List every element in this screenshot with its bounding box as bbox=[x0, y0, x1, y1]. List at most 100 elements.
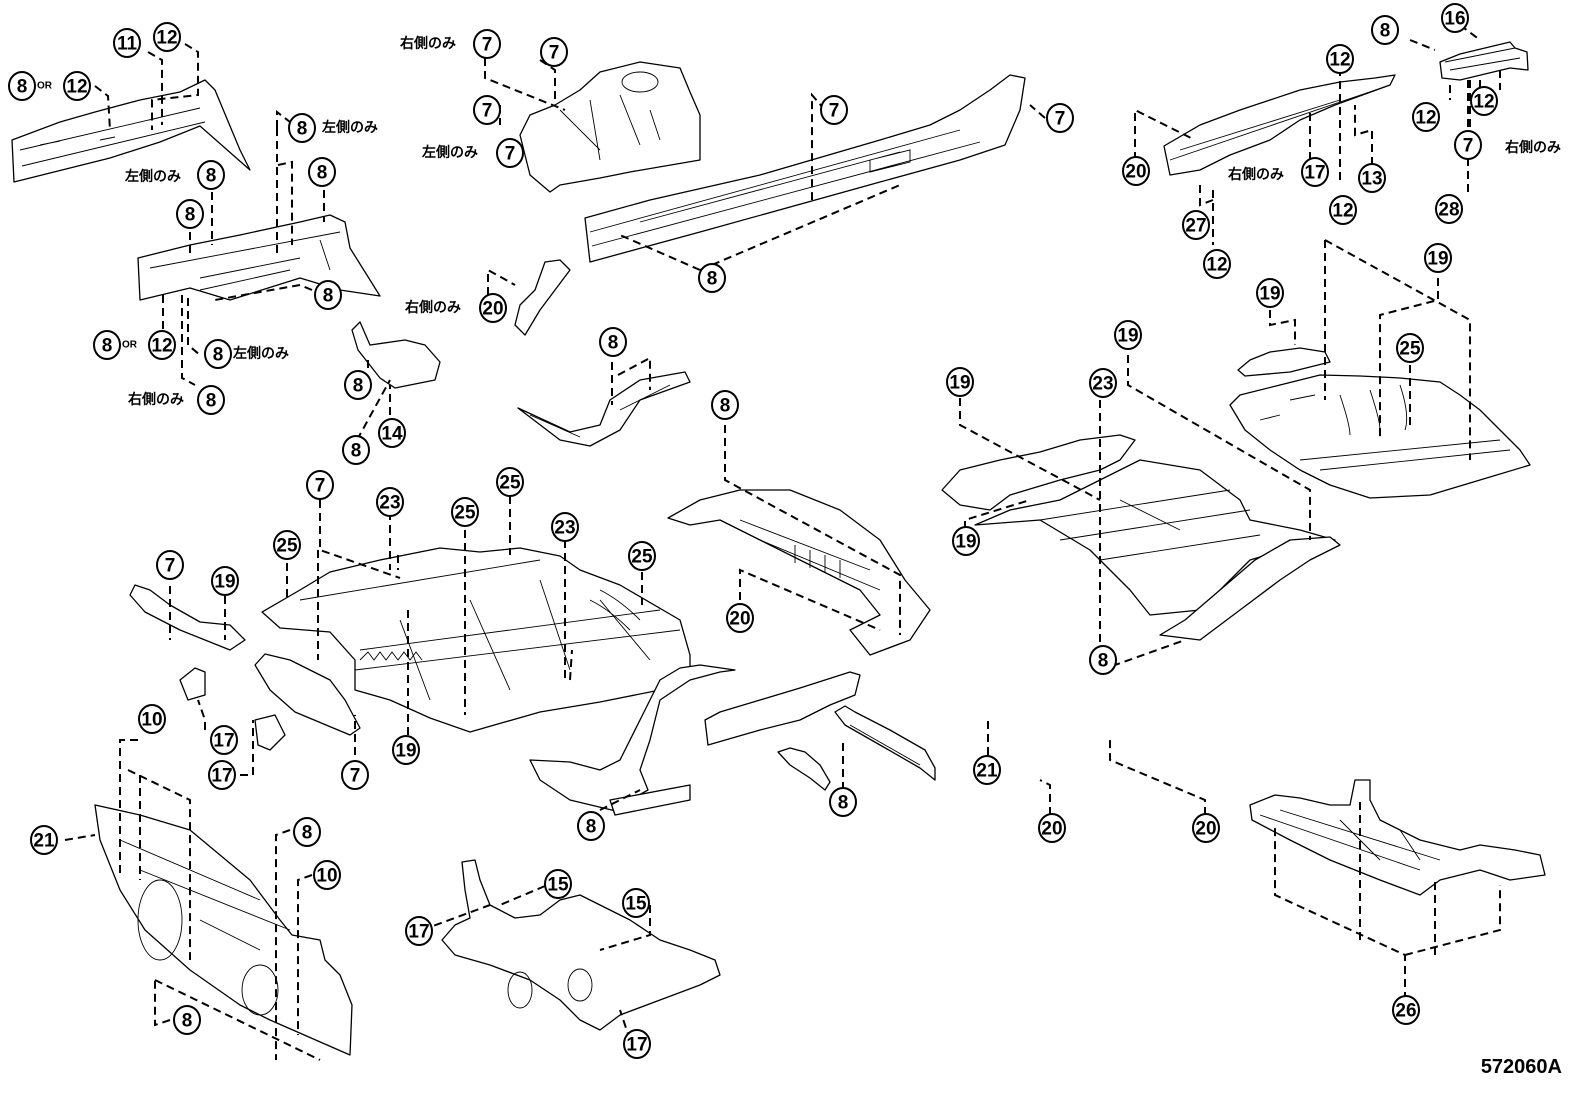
callout-circle bbox=[138, 704, 166, 734]
callout-21: 21 bbox=[973, 755, 1001, 785]
callout-number: 19 bbox=[214, 572, 235, 593]
part-center-tunnel bbox=[667, 489, 931, 656]
callout-circle bbox=[820, 95, 848, 125]
callout-circle bbox=[473, 29, 501, 59]
callout-number: 27 bbox=[1185, 216, 1206, 237]
callout-circle bbox=[540, 37, 568, 67]
callout-number: 17 bbox=[626, 1035, 647, 1056]
callout-circle bbox=[1392, 995, 1420, 1025]
callout-7: 7 bbox=[341, 760, 369, 790]
callout-number: 17 bbox=[211, 766, 232, 787]
callout-8: 8 bbox=[829, 787, 857, 817]
callout-circle bbox=[173, 1005, 201, 1035]
callout-23: 23 bbox=[376, 487, 404, 517]
callout-number: 8 bbox=[351, 441, 362, 462]
callout-circle bbox=[1454, 130, 1482, 160]
callout-7: 7 bbox=[1454, 130, 1482, 160]
right-only-note: 右側のみ bbox=[404, 299, 461, 316]
callout-11: 11 bbox=[113, 28, 141, 58]
callout-7: 7 bbox=[1046, 103, 1074, 133]
callout-circle bbox=[378, 418, 406, 448]
callout-circle bbox=[211, 566, 239, 596]
callout-circle bbox=[314, 280, 342, 310]
callout-27: 27 bbox=[1182, 210, 1210, 240]
callout-12: 12 bbox=[148, 330, 176, 360]
callout-circle bbox=[1412, 102, 1440, 132]
callout-number: 7 bbox=[1463, 136, 1474, 157]
left-only-note: 左側のみ bbox=[124, 168, 181, 185]
callout-20: 20 bbox=[479, 293, 507, 323]
callout-circle bbox=[1192, 813, 1220, 843]
callout-number: 23 bbox=[554, 518, 575, 539]
callout-circle bbox=[496, 467, 524, 497]
callout-number: 25 bbox=[631, 547, 653, 568]
callout-7: 7 bbox=[473, 29, 501, 59]
callout-circle bbox=[1182, 210, 1210, 240]
callout-number: 10 bbox=[316, 866, 337, 887]
part-front-side-member-lower bbox=[137, 214, 381, 301]
callout-8: 8 bbox=[342, 435, 370, 465]
callout-25: 25 bbox=[451, 497, 479, 527]
callout-number: 7 bbox=[505, 144, 516, 165]
callout-number: 7 bbox=[482, 101, 493, 122]
callout-12: 12 bbox=[1326, 44, 1354, 74]
part-front-apron bbox=[519, 61, 701, 193]
callout-23: 23 bbox=[551, 512, 579, 542]
callout-25: 25 bbox=[628, 541, 656, 571]
callout-circle bbox=[342, 435, 370, 465]
callout-8: 8 bbox=[1089, 645, 1117, 675]
callout-circle bbox=[1329, 195, 1357, 225]
callout-circle bbox=[1441, 3, 1469, 33]
part-gusset-14 bbox=[351, 321, 441, 389]
callout-number: 14 bbox=[381, 424, 403, 445]
callout-circle bbox=[63, 71, 91, 101]
callout-number: 12 bbox=[156, 28, 177, 49]
callout-number: 8 bbox=[720, 396, 731, 417]
callout-8: 8 bbox=[344, 370, 372, 400]
callout-circle bbox=[1089, 368, 1117, 398]
or-label: OR bbox=[122, 340, 138, 351]
part-rocker-panel bbox=[584, 74, 1026, 263]
callout-19: 19 bbox=[952, 526, 980, 556]
callout-number: 17 bbox=[408, 922, 429, 943]
callout-circle bbox=[623, 1029, 651, 1059]
callout-number: 8 bbox=[1098, 651, 1109, 672]
callout-circle bbox=[1203, 249, 1231, 279]
part-small-bracket bbox=[777, 747, 831, 791]
callout-circle bbox=[288, 113, 316, 143]
callout-circle bbox=[1470, 86, 1498, 116]
callout-13: 13 bbox=[1358, 163, 1386, 193]
callout-number: 12 bbox=[1332, 201, 1353, 222]
part-front-side-member-upper bbox=[11, 79, 251, 183]
callout-19: 19 bbox=[1256, 278, 1284, 308]
part-rear-floor-pan bbox=[1229, 347, 1531, 499]
callout-19: 19 bbox=[211, 566, 239, 596]
callout-circle bbox=[551, 512, 579, 542]
left-only-note: 左側のみ bbox=[421, 144, 478, 161]
part-front-suspension-member bbox=[441, 859, 721, 1031]
callout-circle bbox=[405, 916, 433, 946]
callout-circle bbox=[1256, 278, 1284, 308]
callout-25: 25 bbox=[273, 530, 301, 560]
callout-circle bbox=[197, 160, 225, 190]
callout-8: 8 bbox=[711, 390, 739, 420]
callout-number: 19 bbox=[1259, 284, 1280, 305]
callout-12: 12 bbox=[1329, 195, 1357, 225]
callout-8: 8 bbox=[197, 160, 225, 190]
callout-circle bbox=[946, 367, 974, 397]
callout-circle bbox=[306, 470, 334, 500]
callout-circle bbox=[599, 327, 627, 357]
callout-circle bbox=[376, 487, 404, 517]
callout-number: 8 bbox=[206, 166, 217, 187]
callout-number: 21 bbox=[33, 831, 55, 852]
left-only-note: 左側のみ bbox=[232, 345, 289, 362]
callout-12: 12 bbox=[63, 71, 91, 101]
callout-circle bbox=[544, 869, 572, 899]
callout-circle bbox=[1122, 156, 1150, 186]
callout-number: 23 bbox=[1092, 374, 1113, 395]
callout-circle bbox=[698, 263, 726, 293]
callout-8: 8 bbox=[599, 327, 627, 357]
callout-circle bbox=[153, 22, 181, 52]
part-bracket-20 bbox=[514, 259, 571, 336]
right-only-note: 右側のみ bbox=[127, 391, 184, 408]
